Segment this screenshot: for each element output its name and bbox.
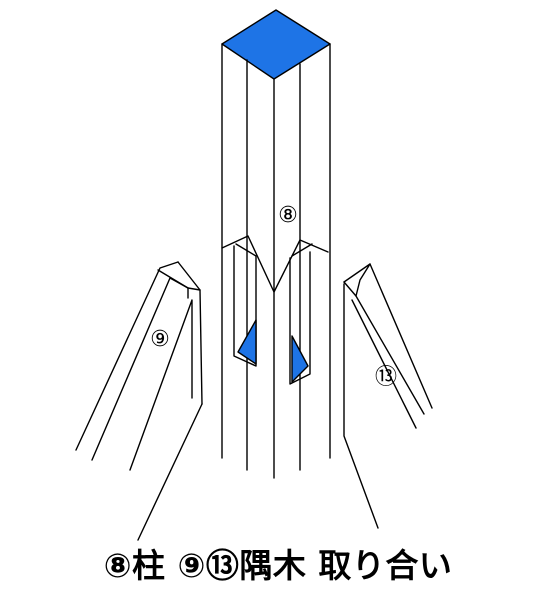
post-right-recess-shade [291, 335, 309, 383]
hip-13-number-label: ⑬ [375, 365, 397, 390]
post-outline [221, 43, 331, 479]
post-right-recess [289, 251, 311, 385]
post-number-label: ⑧ [278, 203, 298, 228]
post-top-face [221, 9, 331, 80]
post-8: ⑧ [221, 9, 331, 479]
hip-rafter-13: ⑬ [343, 263, 433, 529]
post-left-recess [233, 245, 257, 367]
diagram-caption: ⑧柱 ⑨⑬隅木 取り合い [104, 546, 453, 585]
hip-9-number-label: ⑨ [150, 327, 170, 352]
post-left-recess-shade [237, 319, 257, 365]
hip-rafter-9: ⑨ [75, 261, 203, 541]
